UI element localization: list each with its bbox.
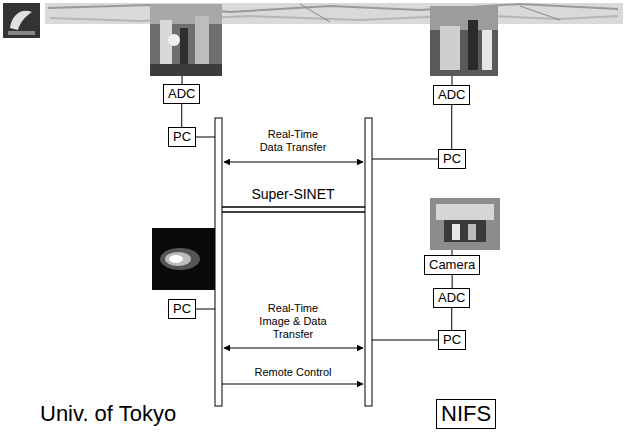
pc-box: PC	[168, 299, 196, 319]
network-line	[222, 206, 365, 208]
title-banner	[45, 3, 623, 24]
box-text: ADC	[438, 290, 465, 306]
transfer-arrow	[224, 348, 363, 349]
wire	[196, 309, 215, 310]
wire	[372, 340, 438, 341]
camera-box: Camera	[424, 255, 480, 275]
adc-box: ADC	[163, 84, 200, 104]
link-label: Real-Time Data Transfer	[256, 128, 330, 154]
signal-line	[181, 104, 182, 127]
network-bar	[215, 118, 222, 406]
label-text: Real-Time Data Transfer	[260, 128, 327, 153]
label-text: Remote Control	[254, 366, 331, 378]
adc-box: ADC	[433, 85, 470, 105]
pc-box: PC	[168, 127, 196, 147]
logo	[3, 3, 40, 38]
plasma-image	[152, 228, 218, 290]
link-label: Remote Control	[243, 366, 343, 379]
box-text: PC	[443, 332, 461, 348]
pc-box: PC	[438, 330, 466, 350]
label-text: Real-Time Image & Data Transfer	[259, 302, 326, 340]
network-line	[222, 211, 365, 213]
control-arrow	[222, 384, 363, 385]
transfer-arrow	[224, 162, 363, 163]
device-photo	[430, 6, 498, 76]
label-text: Univ. of Tokyo	[40, 401, 176, 426]
signal-line	[451, 308, 452, 330]
box-text: ADC	[438, 87, 465, 103]
wire	[196, 137, 215, 138]
signal-line	[452, 275, 453, 288]
network-bar	[365, 118, 372, 406]
network-name: Super-SINET	[233, 186, 353, 203]
wire	[372, 159, 438, 160]
link-label: Real-Time Image & Data Transfer	[256, 302, 330, 342]
signal-line	[451, 105, 452, 149]
box-text: PC	[173, 129, 191, 145]
pc-box: PC	[438, 149, 466, 169]
box-text: PC	[443, 151, 461, 167]
box-text: Camera	[429, 257, 475, 273]
camera-photo	[430, 198, 500, 250]
site-name: Univ. of Tokyo	[40, 401, 220, 427]
box-text: PC	[173, 301, 191, 317]
box-text: NIFS	[441, 401, 491, 427]
site-box: NIFS	[436, 399, 496, 429]
wire	[452, 76, 453, 85]
box-text: ADC	[168, 86, 195, 102]
adc-box: ADC	[433, 288, 470, 308]
device-photo	[150, 4, 222, 76]
wire	[182, 76, 183, 84]
label-text: Super-SINET	[251, 186, 334, 202]
